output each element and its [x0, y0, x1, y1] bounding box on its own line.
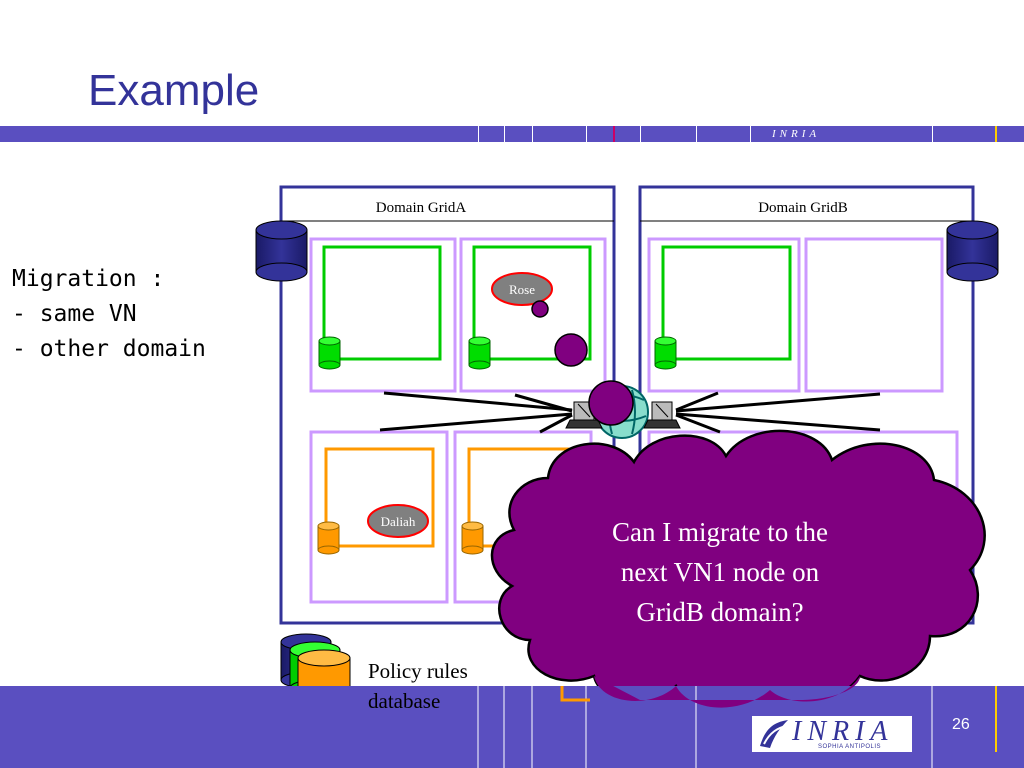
inria-emblem-icon — [760, 720, 788, 748]
inria-logo-small: INRIA — [772, 128, 821, 140]
band-divider — [586, 126, 587, 142]
domain-gridb-label: Domain GridB — [758, 200, 848, 216]
page-number: 26 — [952, 716, 970, 733]
band-divider — [640, 126, 641, 142]
cloud-line-3: GridB domain? — [636, 597, 804, 627]
daliah-label: Daliah — [381, 514, 416, 529]
band-divider — [504, 126, 505, 142]
band-divider — [932, 126, 933, 142]
gridb-machine-1 — [647, 237, 801, 393]
rose-label: Rose — [509, 282, 535, 297]
migration-notes: Migration : - same VN - other domain — [12, 266, 206, 362]
rose-node: Rose — [491, 272, 553, 306]
grida-machine-3: Daliah — [309, 430, 449, 604]
grida-machine-2: Rose — [459, 237, 607, 393]
inria-logo-text: INRIA — [792, 716, 894, 747]
database-icon — [654, 336, 677, 370]
grida-machine-1 — [309, 237, 457, 393]
policy-line-1: Policy rules — [368, 659, 468, 683]
band-divider — [696, 126, 697, 142]
cloud-bottom — [594, 676, 860, 708]
slide-title: Example — [88, 66, 260, 115]
band-divider — [478, 126, 479, 142]
inria-logo: INRIA SOPHIA ANTIPOLIS — [752, 716, 912, 752]
network-links — [379, 391, 881, 434]
database-icon — [255, 220, 308, 282]
cloud-line-2: next VN1 node on — [620, 557, 820, 587]
vn-node — [554, 333, 588, 367]
switch-icon — [643, 401, 681, 429]
database-icon — [468, 336, 491, 370]
database-icon — [946, 220, 999, 282]
policy-line-2: database — [368, 689, 441, 713]
cloud-line-1: Can I migrate to the — [612, 517, 828, 547]
inria-logo-subtitle: SOPHIA ANTIPOLIS — [818, 744, 882, 750]
gridb-machine-2 — [804, 237, 944, 393]
band-divider — [750, 126, 751, 142]
migrating-vn-node — [588, 380, 634, 426]
cloud-question: Can I migrate to the next VN1 node on Gr… — [560, 512, 880, 632]
daliah-node: Daliah — [367, 504, 429, 538]
band-divider — [532, 126, 533, 142]
band-dividers — [477, 686, 933, 768]
top-band — [0, 126, 1024, 142]
database-icon — [461, 521, 484, 555]
thought-cloud — [490, 429, 986, 709]
policy-label: Policy rules database — [368, 656, 468, 716]
database-icon — [317, 521, 340, 555]
orange-fragment — [560, 686, 590, 702]
database-icon — [318, 336, 341, 370]
domain-grida-label: Domain GridA — [376, 200, 467, 216]
vn-node-small — [531, 300, 549, 318]
